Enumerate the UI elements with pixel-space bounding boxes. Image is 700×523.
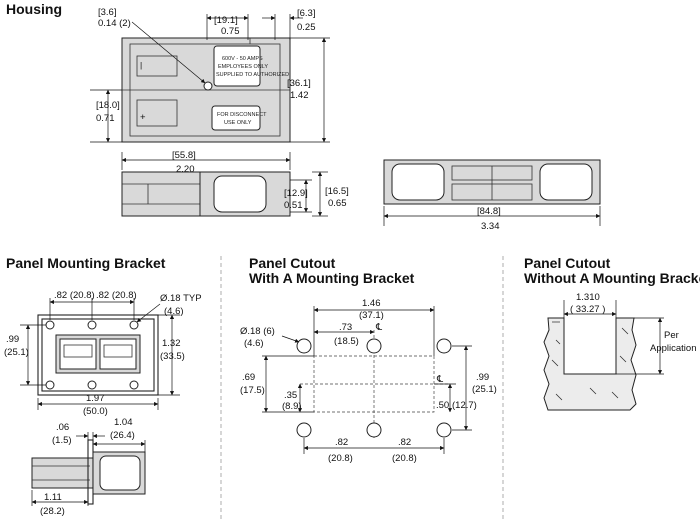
hole-dia-label: Ø.18 (6) xyxy=(240,326,275,337)
warning-label-area xyxy=(213,45,261,87)
dim-35: .35 xyxy=(284,390,297,401)
label-line-2: EMPLOYEES ONLY xyxy=(218,64,268,70)
cutout-without-title-2: Without A Mounting Bracket xyxy=(524,270,700,286)
dim-36-1-mm: [36.1] xyxy=(287,78,311,89)
dim-104: 1.04 xyxy=(114,417,133,428)
dim-12-9-mm: [12.9] xyxy=(284,188,308,199)
dim-132: 1.32 xyxy=(162,338,181,349)
label-line-5: USE ONLY xyxy=(224,120,252,126)
dim-50-mm: (12.7) xyxy=(452,400,477,411)
dim-82-right: .82 (20.8) xyxy=(96,290,137,301)
dim-16-5-mm: [16.5] xyxy=(325,186,349,197)
dim-55-8-mm: [55.8] xyxy=(172,150,196,161)
bracket-title: Panel Mounting Bracket xyxy=(6,255,166,271)
dim-82-bottom-left-mm: (20.8) xyxy=(328,453,353,464)
dim-1310: 1.310 xyxy=(576,292,600,303)
dim-82-left: .82 (20.8) xyxy=(54,290,95,301)
dim-06: .06 xyxy=(56,422,69,433)
label-line-1: 600V - 50 AMPS xyxy=(222,56,263,62)
bracket-dimensions: .82 (20.8) .82 (20.8) Ø.18 TYP (4.6) .99… xyxy=(4,290,202,417)
dim-197-mm: (50.0) xyxy=(83,406,108,417)
dim-36-1-in: 1.42 xyxy=(290,90,309,101)
housing-side-view: [55.8] 2.20 [12.9] 0.51 [16.5] 0.65 xyxy=(121,150,349,217)
dim-73: .73 xyxy=(339,322,352,333)
dim-18-0-in: 0.71 xyxy=(96,113,115,124)
dim-6-3-mm: [6.3] xyxy=(297,8,316,19)
cutout-with-title-1: Panel Cutout xyxy=(249,255,336,271)
housing-dimensions: [3.6] 0.14 (2) [19.1] 0.75 [6.3] 0.25 [3… xyxy=(90,7,330,143)
hole-dia-mm: (4.6) xyxy=(164,306,184,317)
dim-3-6-mm: [3.6] xyxy=(98,7,117,18)
housing-mated-view: [84.8] 3.34 xyxy=(383,159,601,232)
dim-82-bottom-left: .82 xyxy=(335,437,348,448)
dim-146-mm: (37.1) xyxy=(359,310,384,321)
hole-dia-mm: (4.6) xyxy=(244,338,264,349)
cutout-without-title-1: Panel Cutout xyxy=(524,255,611,271)
dim-69-mm: (17.5) xyxy=(240,385,265,396)
dim-3-6-in: 0.14 (2) xyxy=(98,18,131,29)
label-line-3: SUPPLIED TO AUTHORIZED xyxy=(216,72,289,78)
dim-104-mm: (26.4) xyxy=(110,430,135,441)
dim-82-bottom-right-mm: (20.8) xyxy=(392,453,417,464)
dim-12-9-in: 0.51 xyxy=(284,200,303,211)
dim-06-mm: (1.5) xyxy=(52,435,72,446)
dim-146: 1.46 xyxy=(362,298,381,309)
dim-197: 1.97 xyxy=(86,393,105,404)
dim-6-3-in: 0.25 xyxy=(297,22,316,33)
cutout-with-title-2: With A Mounting Bracket xyxy=(249,270,415,286)
dim-35-mm: (8.9) xyxy=(282,401,302,412)
hole-circle xyxy=(203,81,213,91)
centerline-side: ℄ xyxy=(436,374,444,385)
application-label: Application xyxy=(650,343,696,354)
centerline-top: ℄ xyxy=(375,322,383,333)
dim-16-5-in: 0.65 xyxy=(328,198,347,209)
dim-99-mm: (25.1) xyxy=(4,347,29,358)
cutout-without-drawing xyxy=(543,317,637,411)
minus-mark: | xyxy=(140,60,142,70)
dim-111: 1.11 xyxy=(44,492,62,503)
bracket-side-view: .06 (1.5) 1.04 (26.4) 1.11 (28.2) xyxy=(31,417,146,517)
dim-84-8-in: 3.34 xyxy=(481,221,500,232)
dim-82-bottom-right: .82 xyxy=(398,437,411,448)
housing-title: Housing xyxy=(6,1,62,17)
hole-dia-label: Ø.18 TYP xyxy=(160,293,202,304)
bracket-front-view xyxy=(37,314,159,396)
dim-99: .99 xyxy=(476,372,489,383)
cutout-without-dimensions: 1.310 ( 33.27 ) Per Application xyxy=(563,292,696,375)
disconnect-label-area xyxy=(211,105,261,131)
dim-132-mm: (33.5) xyxy=(160,351,185,362)
dim-19-1-mm: [19.1] xyxy=(214,15,238,26)
dim-55-8-in: 2.20 xyxy=(176,164,195,175)
dim-99: .99 xyxy=(6,334,19,345)
cutout-with-drawing xyxy=(296,330,452,440)
dim-1310-mm: ( 33.27 ) xyxy=(570,304,605,315)
cutout-with-dimensions: 1.46 (37.1) .73 (18.5) ℄ Ø.18 (6) (4.6) … xyxy=(240,298,497,464)
dim-73-mm: (18.5) xyxy=(334,336,359,347)
housing-top-view: | + 600V - 50 AMPS EMPLOYEES ONLY SUPPLI… xyxy=(121,37,291,143)
per-label: Per xyxy=(664,330,679,341)
dim-69: .69 xyxy=(242,372,255,383)
dim-99-mm: (25.1) xyxy=(472,384,497,395)
label-line-4: FOR DISCONNECT xyxy=(217,112,267,118)
dim-84-8-mm: [84.8] xyxy=(477,206,501,217)
dim-18-0-mm: [18.0] xyxy=(96,100,120,111)
dim-19-1-in: 0.75 xyxy=(221,26,240,37)
dim-50: .50 xyxy=(436,400,449,411)
plus-mark: + xyxy=(140,112,146,123)
dim-111-mm: (28.2) xyxy=(40,506,65,517)
